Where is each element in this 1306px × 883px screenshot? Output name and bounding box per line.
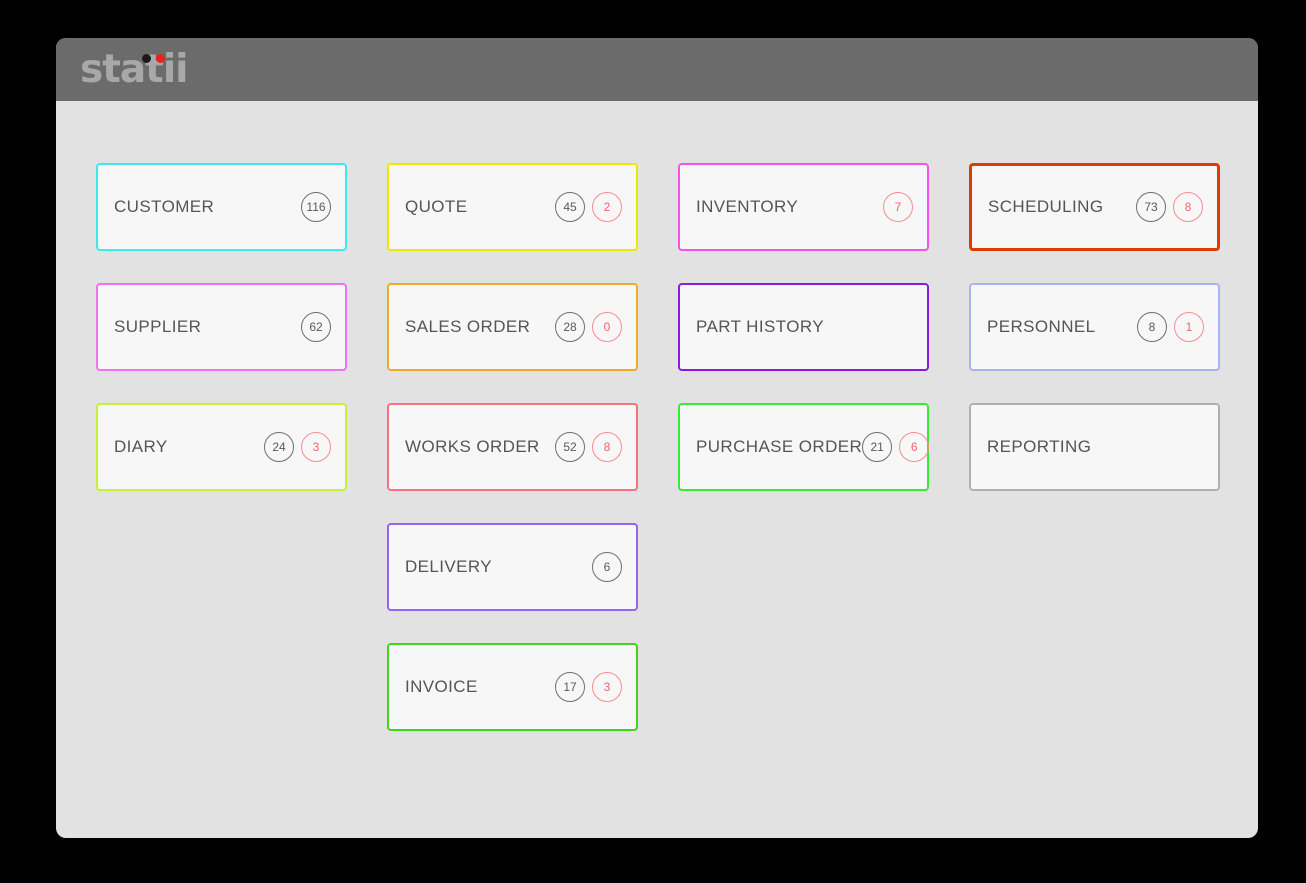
- alert-count-badge: 2: [592, 192, 622, 222]
- tile-label: PURCHASE ORDER: [696, 437, 863, 456]
- tile-badge-group: 116: [301, 192, 331, 222]
- tile-supplier[interactable]: SUPPLIER 62: [96, 283, 347, 371]
- tile-badge-group: 7: [883, 192, 913, 222]
- tile-inventory[interactable]: INVENTORY 7: [678, 163, 929, 251]
- brand-dot-primary-icon: [142, 53, 151, 63]
- tile-part-history[interactable]: PART HISTORY: [678, 283, 929, 371]
- tile-label: INVOICE: [405, 677, 478, 696]
- tile-label: QUOTE: [405, 197, 468, 216]
- alert-count-badge: 3: [301, 432, 331, 462]
- record-count-badge: 24: [264, 432, 294, 462]
- alert-count-badge: 6: [899, 432, 930, 462]
- record-count-badge: 21: [862, 432, 893, 462]
- tile-label: SALES ORDER: [405, 317, 531, 336]
- title-bar: statii: [56, 38, 1258, 101]
- tile-label: PART HISTORY: [696, 317, 824, 336]
- record-count-badge: 62: [301, 312, 331, 342]
- record-count-badge: 6: [592, 552, 622, 582]
- tile-delivery[interactable]: DELIVERY 6: [387, 523, 638, 611]
- tile-label: REPORTING: [987, 437, 1092, 456]
- tile-label: WORKS ORDER: [405, 437, 540, 456]
- tile-reporting[interactable]: REPORTING: [969, 403, 1220, 491]
- alert-count-badge: 8: [1173, 192, 1203, 222]
- tile-label: SCHEDULING: [988, 197, 1104, 216]
- record-count-badge: 8: [1137, 312, 1167, 342]
- tile-label: DELIVERY: [405, 557, 492, 576]
- record-count-badge: 52: [555, 432, 585, 462]
- brand-dot-accent-icon: [156, 53, 165, 63]
- tile-customer[interactable]: CUSTOMER 116: [96, 163, 347, 251]
- tile-badge-group: 6: [592, 552, 622, 582]
- tile-label: PERSONNEL: [987, 317, 1096, 336]
- alert-count-badge: 1: [1174, 312, 1204, 342]
- record-count-badge: 17: [555, 672, 585, 702]
- tile-label: INVENTORY: [696, 197, 799, 216]
- tile-label: CUSTOMER: [114, 197, 215, 216]
- record-count-badge: 45: [555, 192, 585, 222]
- brand-logo: statii: [80, 46, 189, 92]
- alert-count-badge: 0: [592, 312, 622, 342]
- alert-count-badge: 7: [883, 192, 913, 222]
- record-count-badge: 116: [301, 192, 331, 222]
- brand-logo-text: statii: [80, 46, 189, 92]
- alert-count-badge: 8: [592, 432, 622, 462]
- record-count-badge: 28: [555, 312, 585, 342]
- alert-count-badge: 3: [592, 672, 622, 702]
- tile-label: SUPPLIER: [114, 317, 202, 336]
- tile-badge-group: 62: [301, 312, 331, 342]
- record-count-badge: 73: [1136, 192, 1166, 222]
- tile-label: DIARY: [114, 437, 168, 456]
